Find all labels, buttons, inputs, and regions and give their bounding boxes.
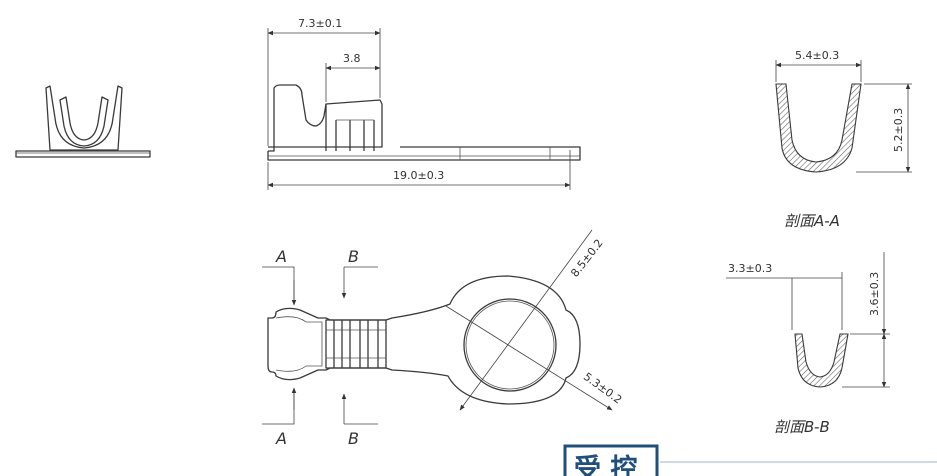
section-a-bottom-label: A: [275, 429, 287, 448]
dim-19-0: 19.0±0.3: [267, 150, 571, 190]
dim-3-8-label: 3.8: [343, 52, 361, 65]
stamp-text: 受 控: [574, 453, 637, 476]
section-b-width-label: 3.3±0.3: [728, 262, 772, 275]
dim-7-3-label: 7.3±0.1: [298, 17, 342, 30]
section-b-top-label: B: [348, 247, 359, 266]
section-b-caption: 剖面B-B: [774, 418, 830, 436]
section-marker-a-top: A: [262, 247, 297, 306]
section-marker-a-bottom: A: [262, 387, 297, 448]
section-a-caption: 剖面A-A: [784, 212, 840, 230]
dim-3-8: 3.8: [325, 52, 381, 102]
dim-7-3: 7.3±0.1: [267, 17, 381, 146]
section-a-height-label: 5.2±0.3: [892, 108, 905, 152]
dim-ring-outer-label: 8.5±0.2: [568, 237, 605, 280]
section-b-bottom-label: B: [348, 429, 359, 448]
section-marker-b-bottom: B: [341, 393, 378, 448]
section-b-b: 3.3±0.3 3.6±0.3: [726, 252, 890, 388]
side-view: [267, 84, 581, 161]
controlled-stamp: 受 控: [563, 444, 937, 476]
dim-19-0-label: 19.0±0.3: [393, 169, 444, 182]
section-b-height-label: 3.6±0.3: [868, 272, 881, 316]
end-view: [15, 85, 151, 158]
section-a-a: 5.4±0.3 5.2±0.3: [775, 49, 912, 173]
section-a-top-label: A: [275, 247, 287, 266]
plan-view: [267, 275, 581, 405]
dim-ring-inner-label: 5.3±0.2: [581, 370, 624, 407]
section-marker-b-top: B: [341, 247, 378, 299]
section-a-width-label: 5.4±0.3: [795, 49, 839, 62]
